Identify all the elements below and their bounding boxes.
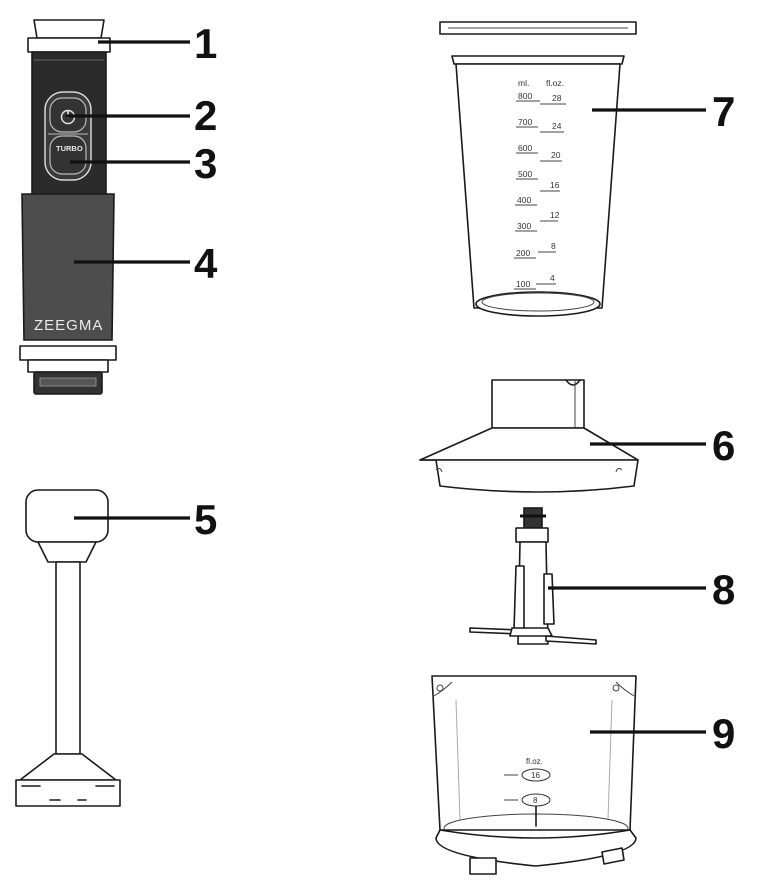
- callout-number: 4: [194, 240, 218, 287]
- callout-number: 6: [712, 422, 735, 469]
- turbo-button: [49, 135, 87, 175]
- cup-floz-mark: 16: [550, 180, 560, 190]
- top-cap: [33, 19, 105, 39]
- blending-shaft: [15, 489, 121, 807]
- measuring-cup: ml. fl.oz. 800 700 600 500 400 300 200 1…: [439, 21, 637, 317]
- shaft-connector: [19, 345, 117, 361]
- chopper-blade: [469, 507, 597, 645]
- callout-numbers: 1 2 3 4 5 6 7 8 9: [194, 20, 735, 757]
- cup-ml-mark: 700: [518, 117, 532, 127]
- cup-ml-mark: 400: [517, 195, 531, 205]
- cup-floz-mark: 12: [550, 210, 560, 220]
- cup-floz-header: fl.oz.: [546, 78, 564, 88]
- bowl-floz-mark: 16: [531, 771, 540, 780]
- callout-number: 1: [194, 20, 217, 67]
- cup-floz-mark: 4: [550, 273, 555, 283]
- cup-ml-header: ml.: [518, 78, 529, 88]
- bowl-floz-header: fl.oz.: [526, 757, 543, 766]
- turbo-label: TURBO: [56, 144, 83, 153]
- cup-floz-mark: 20: [551, 150, 561, 160]
- cup-floz-mark: 8: [551, 241, 556, 251]
- cup-ml-mark: 200: [516, 248, 530, 258]
- motor-unit: TURBO ZEEGMA: [19, 19, 117, 395]
- callout-number: 9: [712, 710, 735, 757]
- leader-lines: [66, 40, 706, 734]
- cup-ml-mark: 600: [518, 143, 532, 153]
- cup-ml-mark: 100: [516, 279, 530, 289]
- callout-number: 5: [194, 496, 217, 543]
- cup-ml-mark: 500: [518, 169, 532, 179]
- brand-logo-text: ZEEGMA: [34, 317, 103, 334]
- cup-ml-scale: 800 700 600 500 400 300 200 100: [514, 91, 540, 290]
- cup-floz-scale: 28 24 20 16 12 8 4: [536, 93, 566, 285]
- cup-floz-mark: 28: [552, 93, 562, 103]
- chopper-bowl: fl.oz. 16 8: [431, 675, 637, 875]
- bowl-floz-mark: 8: [533, 796, 538, 805]
- cup-floz-mark: 24: [552, 121, 562, 131]
- callout-number: 3: [194, 140, 217, 187]
- cup-ml-mark: 300: [517, 221, 531, 231]
- callout-number: 8: [712, 566, 735, 613]
- callout-number: 7: [712, 88, 735, 135]
- cup-ml-mark: 800: [518, 91, 532, 101]
- callout-number: 2: [194, 92, 217, 139]
- motor-body: [21, 193, 115, 341]
- chopper-lid: [419, 379, 639, 493]
